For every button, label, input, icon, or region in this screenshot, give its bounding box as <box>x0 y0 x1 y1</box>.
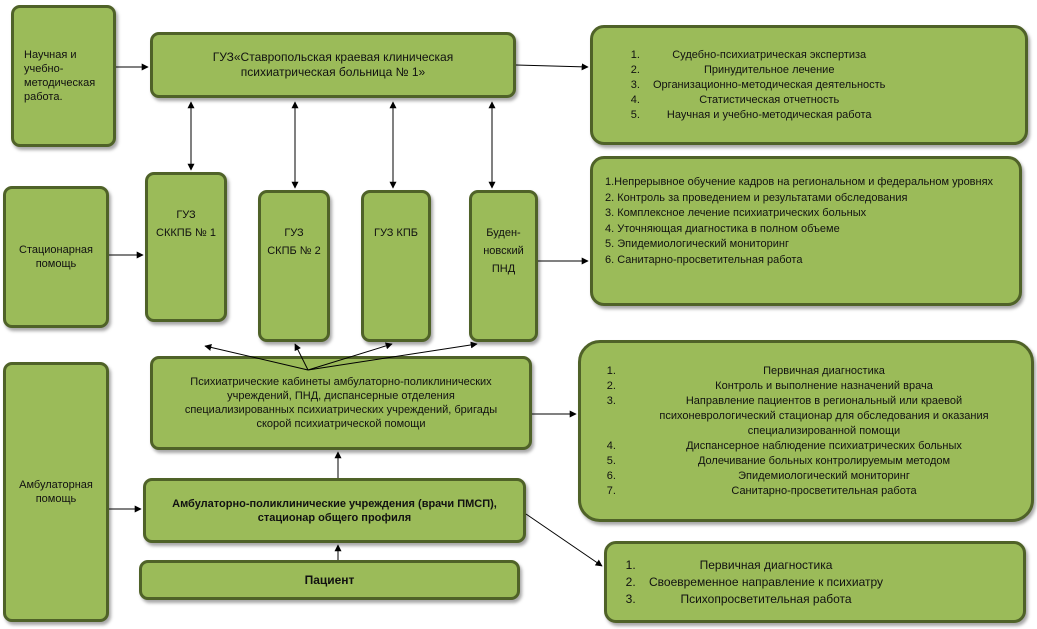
ambulatory-function-item: Долечивание больных контролируемым метод… <box>619 454 1019 469</box>
skpb2-label: ГУЗ СКПБ № 2 <box>267 227 321 257</box>
polyclinic-label: Амбулаторно-поликлинические учреждения (… <box>172 497 497 524</box>
ambulatory-function-item: Санитарно-просветительная работа <box>619 484 1019 499</box>
arrow-offices-to-sskpb1 <box>204 344 309 371</box>
ambulatory-function-item: Направление пациентов в региональный или… <box>619 394 1019 439</box>
polyclinic-box: Амбулаторно-поликлинические учреждения (… <box>143 478 526 543</box>
kpb-label: ГУЗ КПБ <box>374 227 418 239</box>
stationary-label: Стационарная помощь <box>19 244 93 270</box>
ambulatory-functions-box: Первичная диагностика Контроль и выполне… <box>578 340 1034 522</box>
budennovsk-label: Буден- новский ПНД <box>483 227 524 275</box>
science-label: Научная и учебно- методическая работа. <box>24 49 96 103</box>
stationary-function-item: 1.Непрерывное обучение кадров на региона… <box>605 176 994 188</box>
ambulatory-label: Амбулаторная помощь <box>19 479 93 505</box>
ambulatory-function-item: Диспансерное наблюдение психиатрических … <box>619 439 1019 454</box>
main-function-item: Судебно-психиатрическая экспертиза <box>643 48 885 63</box>
sskpb1-box: ГУЗ СККПБ № 1 <box>145 172 227 322</box>
stationary-function-item: 6. Санитарно-просветительная работа <box>605 253 803 266</box>
arrow-offices-to-kpb <box>307 342 393 371</box>
main-functions-box: Судебно-психиатрическая экспертиза Прину… <box>590 25 1028 145</box>
main-function-item: Статистическая отчетность <box>643 93 885 108</box>
ambulatory-function-item: Первичная диагностика <box>619 364 1019 379</box>
main-function-item: Научная и учебно-методическая работа <box>643 108 885 123</box>
patient-box: Пациент <box>139 560 520 600</box>
arrow-offices-to-budennovsk <box>307 341 478 371</box>
patient-label: Пациент <box>304 572 355 587</box>
stationary-function-item: 2. Контроль за проведением и результатам… <box>605 191 908 204</box>
main-hospital-label: ГУЗ«Ставропольская краевая клиническая п… <box>212 50 454 79</box>
ambulatory-box: Амбулаторная помощь <box>3 362 109 622</box>
main-function-item: Принудительное лечение <box>643 63 885 78</box>
ambulatory-function-item: Эпидемиологический мониторинг <box>619 469 1019 484</box>
stationary-box: Стационарная помощь <box>3 186 109 328</box>
arrow-main-to-functions <box>515 63 589 71</box>
psych-offices-box: Психиатрические кабинеты амбулаторно-пол… <box>150 356 532 450</box>
stationary-functions-box: 1.Непрерывное обучение кадров на региона… <box>590 156 1022 306</box>
pmsp-function-item: Первичная диагностика <box>639 557 883 574</box>
main-hospital-box: ГУЗ«Ставропольская краевая клиническая п… <box>150 32 516 98</box>
science-box: Научная и учебно- методическая работа. <box>11 5 116 147</box>
pmsp-function-item: Своевременное направление к психиатру <box>639 574 883 591</box>
arrow-polyclinic-to-pmsp-functions <box>525 513 603 567</box>
sskpb1-label: ГУЗ СККПБ № 1 <box>156 209 216 239</box>
kpb-box: ГУЗ КПБ <box>361 190 431 342</box>
pmsp-function-item: Психопросветительная работа <box>639 591 883 608</box>
ambulatory-function-item: Контроль и выполнение назначений врача <box>619 379 1019 394</box>
budennovsk-box: Буден- новский ПНД <box>469 190 538 342</box>
pmsp-functions-box: Первичная диагностика Своевременное напр… <box>604 541 1026 623</box>
skpb2-box: ГУЗ СКПБ № 2 <box>258 190 330 342</box>
psych-offices-label: Психиатрические кабинеты амбулаторно-пол… <box>184 376 498 430</box>
arrow-offices-to-skpb2 <box>294 343 309 371</box>
stationary-function-item: 5. Эпидемиологический мониторинг <box>605 238 789 250</box>
main-function-item: Организационно-методическая деятельность <box>643 78 885 93</box>
stationary-function-item: 4. Уточняющая диагностика в полном объем… <box>605 222 840 235</box>
stationary-function-item: 3. Комплексное лечение психиатрических б… <box>605 207 867 219</box>
